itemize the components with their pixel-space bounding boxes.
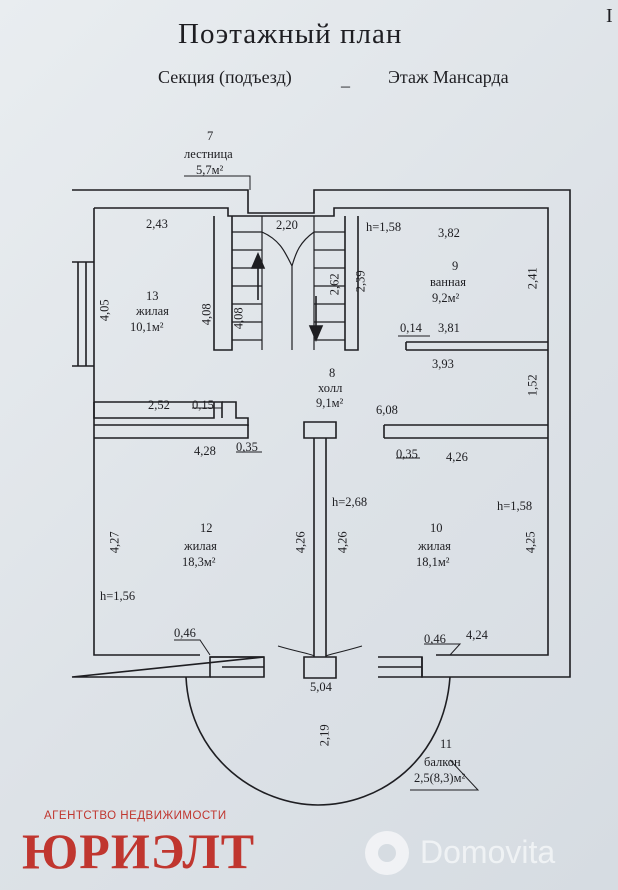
room-bath-number: 9 (452, 259, 459, 273)
dim-label: 4,26 (446, 450, 468, 464)
room-13-area: 10,1м² (130, 320, 164, 334)
room-13-name: жилая (136, 304, 169, 318)
room-10-name: жилая (418, 539, 451, 553)
dim-label: h=1,58 (497, 499, 533, 513)
watermark-logo-icon (365, 831, 409, 875)
dim-label: 2,39 (353, 270, 368, 293)
dim-label: 2,52 (148, 398, 170, 412)
section-label: Секция (подъезд) (158, 67, 292, 87)
room-balcony-number: 11 (440, 737, 453, 751)
stair-arrow-shafts (257, 268, 317, 326)
room-12-area: 18,3м² (182, 555, 216, 569)
room-13-number: 13 (146, 289, 159, 303)
dim-label: h=1,56 (100, 589, 136, 603)
door-nib-13 (222, 401, 249, 426)
corner-mark: I (606, 5, 613, 27)
dim-label: 4,08 (231, 307, 246, 330)
dim-label: h=2,68 (332, 495, 368, 509)
dim-label: 4,28 (194, 444, 216, 458)
room-bath-area: 9,2м² (432, 291, 460, 305)
dim-label: 4,24 (466, 628, 488, 642)
dim-label: 0,14 (400, 321, 422, 335)
dim-label: 0,46 (174, 626, 196, 640)
stair-wall-left (213, 216, 233, 351)
dim-label: 0,15 (192, 398, 214, 412)
dim-label: 6,08 (376, 403, 398, 417)
dim-label: 2,62 (327, 273, 342, 296)
window-left (72, 261, 94, 367)
dim-label: 0,35 (236, 440, 258, 454)
dim-label: 0,35 (396, 447, 418, 461)
stair-arrow-down (308, 325, 324, 343)
room-balcony-name: балкон (424, 755, 461, 769)
dim-label: 2,19 (317, 724, 332, 747)
dim-label: 4,26 (335, 531, 350, 554)
dim-label: 4,26 (293, 531, 308, 554)
central-column (303, 656, 337, 679)
dim-label: h=1,58 (366, 220, 402, 234)
stair-treads (232, 216, 345, 350)
dim-label: 3,93 (432, 357, 454, 371)
room-balcony-area: 2,5(8,3)м² (414, 771, 466, 785)
room-bath-name: ванная (430, 275, 466, 289)
room-12-number: 12 (200, 521, 213, 535)
dim-label: 4,05 (97, 299, 112, 322)
dim-label: 4,08 (199, 303, 214, 326)
dim-label: 1,52 (525, 374, 540, 397)
wall-room12-top (94, 424, 249, 439)
stair-wall-right (344, 216, 359, 351)
watermark-text: Domovita (420, 834, 556, 870)
room-hall-number: 8 (329, 366, 336, 380)
outer-wall (71, 189, 571, 678)
balcony-arc (185, 676, 451, 806)
dim-label: 4,27 (107, 531, 122, 554)
inner-wall-line (93, 207, 549, 656)
dim-label: 2,20 (276, 218, 298, 232)
dim-label: 2,43 (146, 217, 168, 231)
dim-label: 2,41 (525, 267, 540, 290)
dim-label: 0,46 (424, 632, 446, 646)
room-hall-area: 9,1м² (316, 396, 344, 410)
brand-logo-text: ЮРИЭЛТ (22, 823, 256, 879)
dim-label: 3,82 (438, 226, 460, 240)
wall-bath-bottom (405, 341, 548, 351)
room-stair-name: лестница (184, 147, 233, 161)
floor-label: Этаж Мансарда (388, 67, 509, 87)
agency-caption: АГЕНТСТВО НЕДВИЖИМОСТИ (44, 810, 227, 822)
dim-label: 3,81 (438, 321, 460, 335)
room-stair-number: 7 (207, 129, 214, 143)
balcony-door-left (210, 656, 265, 678)
plan-title: Поэтажный план (178, 18, 403, 50)
dim-label: 5,04 (310, 680, 332, 694)
section-value: _ (341, 69, 350, 89)
dim-label: 4,25 (523, 531, 538, 554)
room-hall-name: холл (318, 381, 343, 395)
room-12-name: жилая (184, 539, 217, 553)
balcony-door-right (378, 656, 423, 678)
room-stair-area: 5,7м² (196, 163, 224, 177)
door-swing (277, 645, 363, 657)
room-10-number: 10 (430, 521, 443, 535)
room-10-area: 18,1м² (416, 555, 450, 569)
wall-room10-top (383, 424, 548, 439)
central-partition (303, 421, 337, 657)
